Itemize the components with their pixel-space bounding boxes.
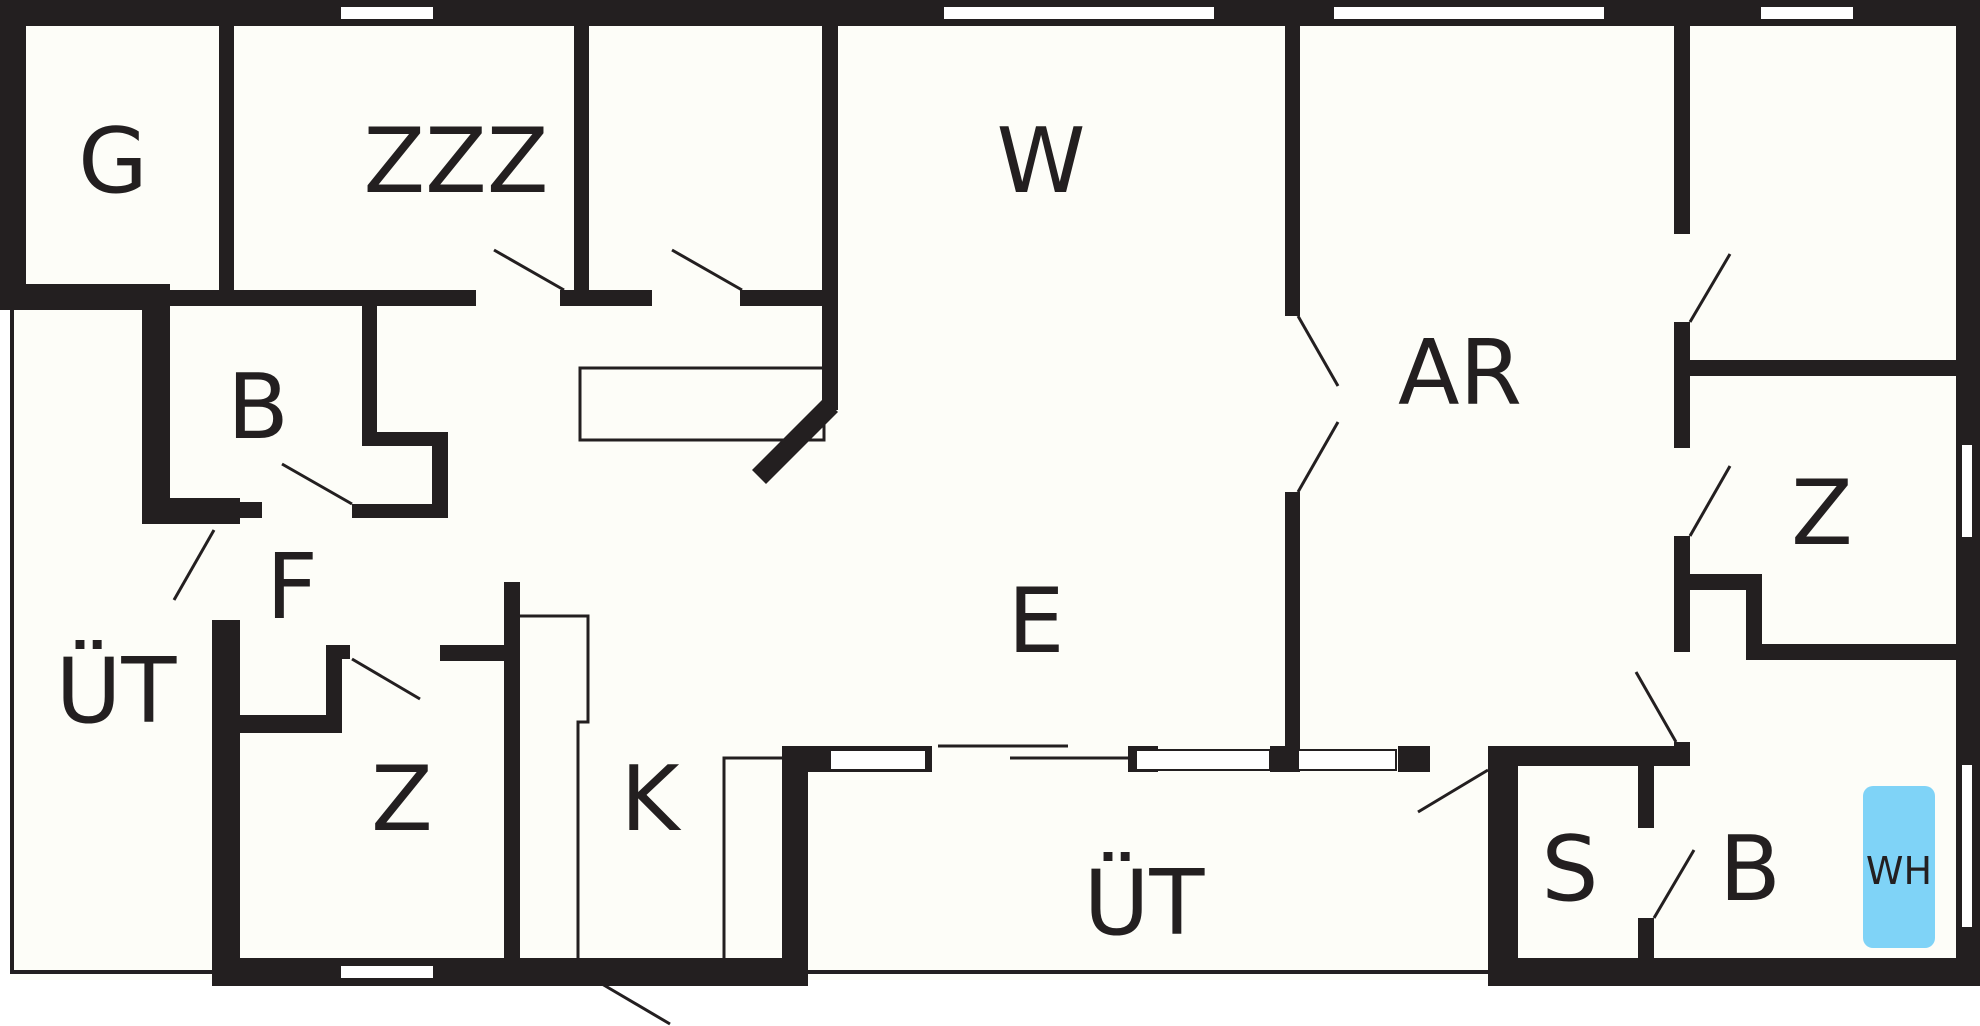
room-label-ut-left: ÜT — [56, 638, 178, 744]
room-label-ar: AR — [1398, 321, 1522, 426]
interior-walls — [0, 20, 1964, 986]
room-label-b-left: B — [227, 355, 289, 460]
room-labels: G ZZZ W AR B F E ÜT Z K ÜT S B Z WH — [56, 109, 1933, 956]
thin-walls — [520, 366, 1397, 960]
room-label-f: F — [266, 535, 318, 640]
room-label-g: G — [78, 109, 148, 214]
room-label-e: E — [1008, 569, 1065, 674]
room-label-w: W — [997, 109, 1086, 214]
room-label-ut-bottom: ÜT — [1084, 850, 1206, 956]
room-label-z-left: Z — [371, 747, 433, 852]
doors — [172, 248, 1732, 1026]
room-label-s: S — [1541, 817, 1598, 922]
room-label-z-right: Z — [1791, 461, 1853, 566]
room-label-k: K — [620, 747, 681, 852]
room-label-zzz: ZZZ — [364, 109, 549, 214]
room-label-wh: WH — [1866, 849, 1932, 893]
water-heater-icon — [1863, 786, 1935, 948]
room-label-b-right: B — [1719, 817, 1781, 922]
